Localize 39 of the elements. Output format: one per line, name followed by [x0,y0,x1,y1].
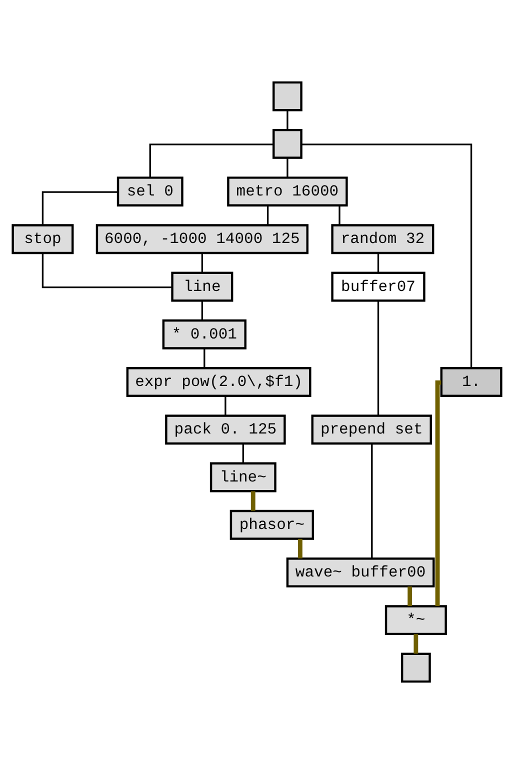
node-box: line~ [210,462,276,492]
node-box: sel 0 [116,176,184,206]
connector [149,143,274,178]
node-box [272,80,302,111]
connector [414,634,418,654]
connector [42,190,118,225]
connector [250,490,256,510]
connector [201,300,204,320]
node-box: 6000, -1000 14000 125 [96,224,308,254]
node-box: *~ [384,604,447,635]
connector [302,143,472,368]
connector [201,252,204,272]
node-box: prepend set [311,414,432,444]
connector [42,252,172,288]
connector [408,586,412,606]
node-box: buffer07 [331,271,426,302]
connector [224,396,226,416]
connector [371,443,373,558]
connector [298,538,302,558]
node-box: * 0.001 [162,318,246,349]
node-box: random 32 [331,224,434,254]
node-box: line [171,271,234,302]
node-box: pack 0. 125 [165,414,286,444]
node-box: phasor~ [230,509,314,540]
node-box: metro 16000 [227,176,348,206]
connector [338,205,340,225]
connector [204,348,206,368]
connector [266,205,269,225]
node-box: wave~ buffer00 [286,557,435,587]
connector [286,157,288,177]
node-box [400,652,431,682]
connector [377,252,380,272]
connector [242,443,244,463]
connector [286,110,288,130]
node-box: stop [12,224,74,254]
node-box: 1. [440,366,502,396]
connector [377,300,380,415]
node-box: expr pow(2.0\,$f1) [126,366,312,396]
node-box [272,128,302,158]
